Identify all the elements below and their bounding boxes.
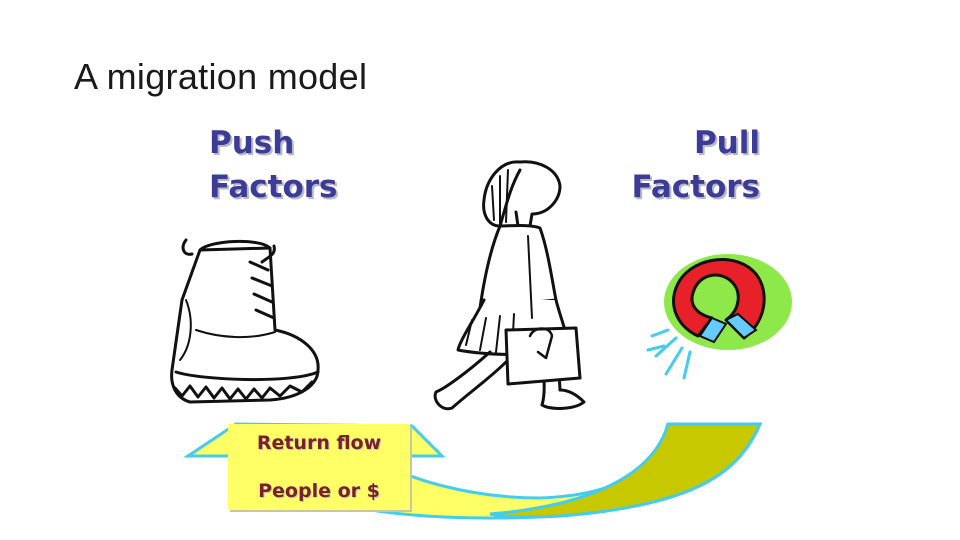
walking-girl-icon <box>433 160 586 411</box>
magnet-icon <box>646 254 792 380</box>
push-factors-line-1: Push <box>209 125 295 161</box>
return-flow-box: Return flow People or $ <box>228 424 410 510</box>
pull-factors-label: Pull Factors <box>600 121 760 209</box>
push-factors-line-2: Factors <box>209 169 338 205</box>
pull-factors-line-2: Factors <box>631 169 760 205</box>
push-factors-label: Push Factors <box>209 121 338 209</box>
people-or-money-label: People or $ <box>258 480 380 502</box>
arrow-tail-shade <box>489 422 763 519</box>
return-flow-label: Return flow <box>256 432 382 454</box>
slide-title: A migration model <box>74 56 368 97</box>
boot-icon <box>170 238 320 404</box>
pull-factors-line-1: Pull <box>693 125 760 161</box>
